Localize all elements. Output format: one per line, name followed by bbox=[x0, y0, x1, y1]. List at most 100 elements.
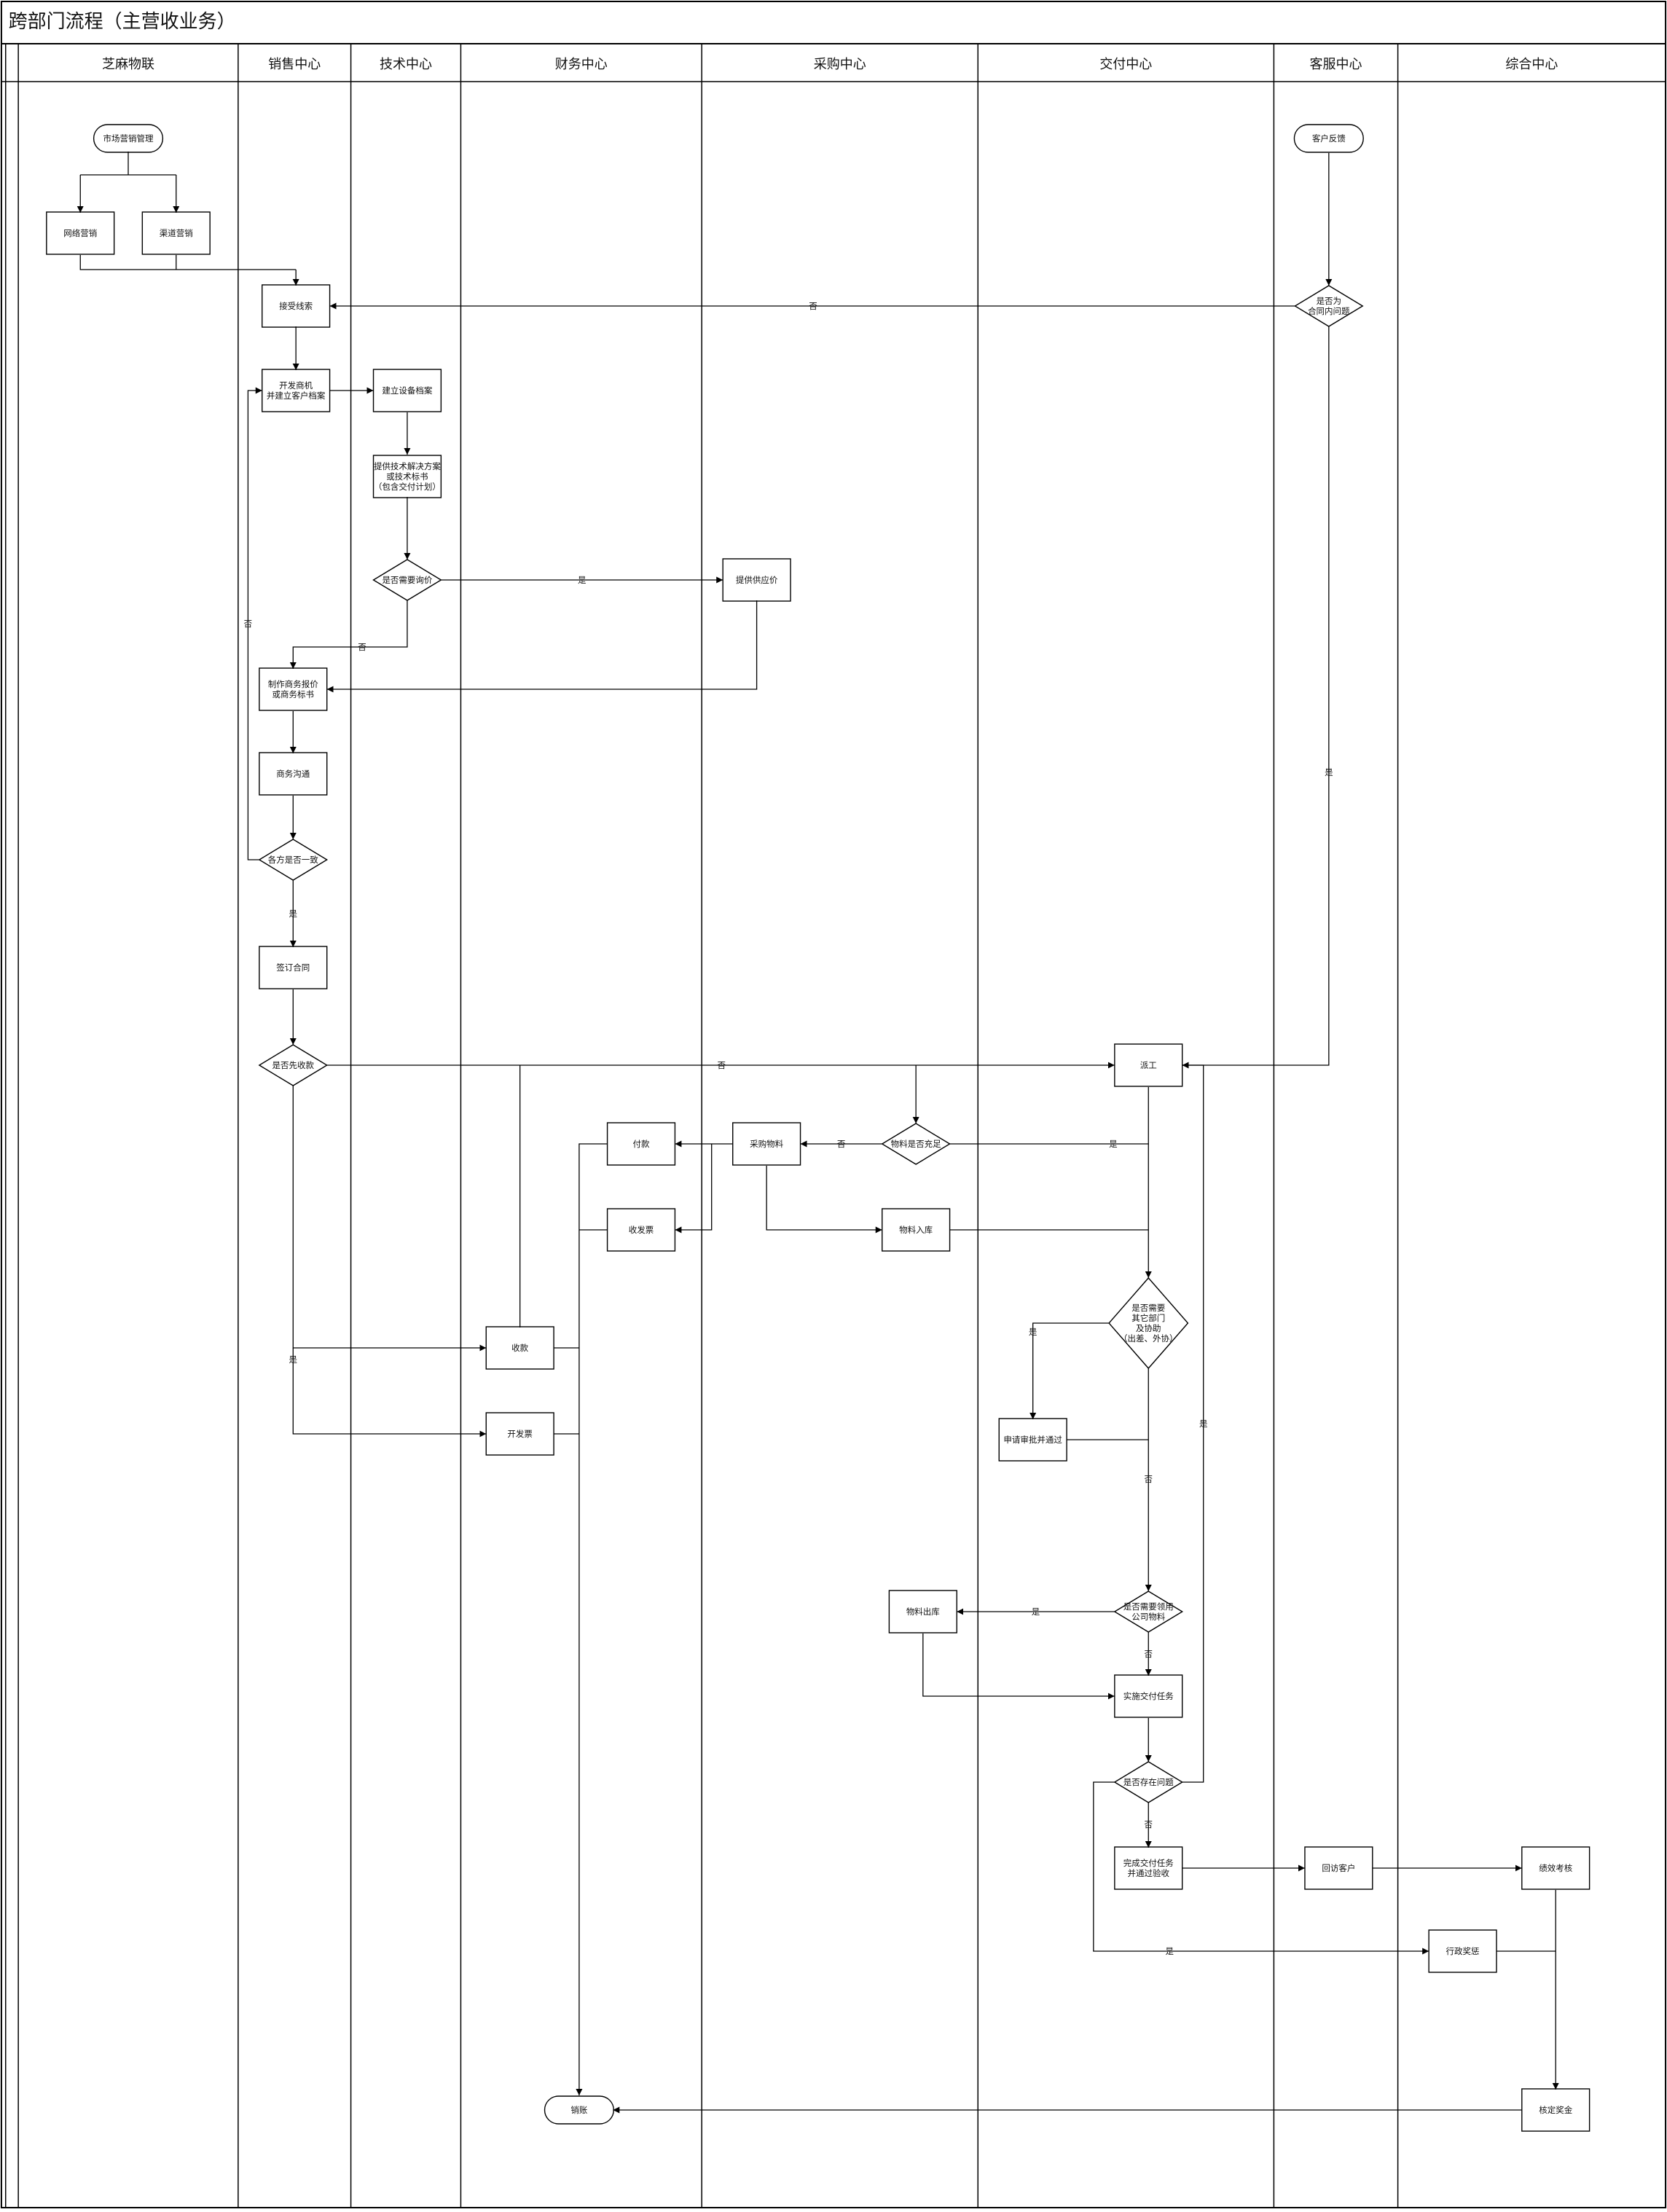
node-label: 网络营销 bbox=[63, 228, 97, 238]
node-label: 付款 bbox=[633, 1139, 650, 1149]
node-label: 是否先收款 bbox=[272, 1060, 315, 1070]
node-admin: 行政奖惩 bbox=[1428, 1929, 1497, 1973]
node-label-line: 或技术标书 bbox=[386, 471, 428, 482]
lane-header: 交付中心 bbox=[1099, 57, 1152, 72]
node-tech: 提供技术解决方案或技术标书（包含交付计划） bbox=[372, 455, 442, 498]
node-label-line: 签订合同 bbox=[276, 962, 310, 973]
node-label: 绩效考核 bbox=[1539, 1863, 1572, 1873]
node-label-line: 是否需要 bbox=[1131, 1303, 1165, 1313]
process-box bbox=[259, 752, 328, 796]
node-label: 物料是否充足 bbox=[891, 1139, 941, 1149]
node-label-line: 物料出库 bbox=[906, 1607, 940, 1617]
node-label-line: 是否存在问题 bbox=[1123, 1777, 1174, 1787]
node-label-line: 完成交付任务 bbox=[1123, 1858, 1174, 1868]
node-label-line: 销账 bbox=[570, 2105, 587, 2115]
node-end: 销账 bbox=[544, 2095, 614, 2125]
label-other-yes: 是 bbox=[1029, 1327, 1038, 1337]
lane-header: 销售中心 bbox=[268, 57, 321, 72]
node-label-line: 回访客户 bbox=[1322, 1863, 1355, 1873]
node-recv: 收款 bbox=[485, 1326, 554, 1370]
node-label-line: 网络营销 bbox=[63, 228, 97, 238]
node-label: 提供技术解决方案或技术标书（包含交付计划） bbox=[374, 461, 441, 492]
node-label-line: 提供供应价 bbox=[736, 575, 778, 585]
process-box bbox=[485, 1412, 554, 1456]
node-equip: 建立设备档案 bbox=[372, 369, 442, 412]
node-exec: 实施交付任务 bbox=[1114, 1674, 1183, 1718]
process-box bbox=[606, 1208, 676, 1252]
node-label-line: 是否需要领用 bbox=[1123, 1601, 1174, 1612]
node-label: 市场营销管理 bbox=[103, 133, 154, 144]
node-rinv: 收发票 bbox=[606, 1208, 676, 1252]
label-isctr-no: 否 bbox=[809, 301, 817, 311]
node-label-line: 并通过验收 bbox=[1128, 1868, 1170, 1878]
node-label-line: （出差、外协） bbox=[1119, 1333, 1178, 1344]
node-label-line: 是否需要询价 bbox=[382, 575, 432, 585]
node-label: 是否需要领用公司物料 bbox=[1123, 1601, 1174, 1622]
node-label-line: 收款 bbox=[511, 1343, 528, 1353]
process-box bbox=[882, 1208, 951, 1252]
connector-supp-to-quote bbox=[326, 600, 758, 693]
label-inq-no: 否 bbox=[358, 642, 366, 652]
connector-prepay-yes-recv bbox=[292, 1086, 487, 1352]
node-label: 制作商务报价或商务标书 bbox=[268, 679, 318, 699]
node-label: 物料出库 bbox=[906, 1607, 940, 1617]
process-box bbox=[262, 369, 331, 412]
node-label: 是否需要询价 bbox=[382, 575, 432, 585]
node-label-line: 或商务标书 bbox=[272, 689, 315, 699]
node-label-line: （包含交付计划） bbox=[374, 482, 441, 492]
label-issue-back-yes: 是 bbox=[1199, 1419, 1208, 1429]
connector-disp-down bbox=[949, 1087, 1149, 1145]
node-label: 客户反馈 bbox=[1312, 133, 1346, 144]
connector-finance-trunk bbox=[576, 1143, 608, 2095]
node-label-line: 是否先收款 bbox=[272, 1060, 315, 1070]
label-matok-no: 否 bbox=[837, 1139, 846, 1149]
node-label-line: 核定奖金 bbox=[1539, 2105, 1572, 2115]
node-label-line: 开发商机 bbox=[279, 380, 313, 391]
node-label-line: 开发票 bbox=[507, 1429, 533, 1439]
process-box bbox=[606, 1122, 676, 1166]
process-box bbox=[259, 946, 328, 989]
node-label: 采购物料 bbox=[750, 1139, 783, 1149]
node-chan: 渠道营销 bbox=[141, 211, 211, 255]
node-label: 是否需要其它部门及协助（出差、外协） bbox=[1119, 1303, 1178, 1344]
node-done: 完成交付任务并通过验收 bbox=[1114, 1846, 1183, 1890]
node-label-line: 公司物料 bbox=[1131, 1612, 1165, 1622]
label-prepay-no: 否 bbox=[717, 1060, 726, 1070]
connector-isctr-yes bbox=[1182, 326, 1330, 1069]
node-label-line: 物料入库 bbox=[899, 1225, 933, 1235]
node-label-line: 建立设备档案 bbox=[382, 385, 432, 396]
node-apply: 申请审批并通过 bbox=[998, 1418, 1067, 1462]
lane-header: 采购中心 bbox=[814, 57, 866, 72]
node-quote: 制作商务报价或商务标书 bbox=[259, 667, 328, 711]
label-matok-yes: 是 bbox=[1109, 1139, 1118, 1149]
node-buy: 采购物料 bbox=[732, 1122, 801, 1166]
lane-header: 客服中心 bbox=[1309, 57, 1362, 72]
node-stout: 物料出库 bbox=[888, 1590, 957, 1633]
node-label-line: 行政奖惩 bbox=[1446, 1946, 1480, 1956]
connector-agree-no bbox=[247, 387, 262, 860]
node-inv: 开发票 bbox=[485, 1412, 554, 1456]
node-stin: 物料入库 bbox=[882, 1208, 951, 1252]
node-label: 派工 bbox=[1140, 1060, 1157, 1070]
connector-issue-back bbox=[1182, 1062, 1204, 1783]
label-prepay-yes: 是 bbox=[289, 1354, 298, 1365]
process-box bbox=[46, 211, 115, 255]
node-bonus: 核定奖金 bbox=[1521, 2088, 1590, 2132]
node-label-line: 实施交付任务 bbox=[1123, 1691, 1174, 1701]
label-issue-no: 否 bbox=[1145, 1819, 1153, 1829]
connector-issue-yes bbox=[1093, 1781, 1429, 1955]
process-box bbox=[1521, 1846, 1590, 1890]
node-label-line: 申请审批并通过 bbox=[1003, 1435, 1062, 1445]
node-label-line: 及协助 bbox=[1136, 1323, 1161, 1333]
connector-net-join bbox=[79, 255, 297, 270]
connector-prepay-yes-inv bbox=[292, 1348, 487, 1438]
node-label: 各方是否一致 bbox=[268, 855, 318, 865]
node-perf: 绩效考核 bbox=[1521, 1846, 1590, 1890]
node-other: 是否需要其它部门及协助（出差、外协） bbox=[1108, 1276, 1189, 1370]
node-label-line: 收发票 bbox=[629, 1225, 654, 1235]
node-label-line: 派工 bbox=[1140, 1060, 1157, 1070]
node-sign: 签订合同 bbox=[259, 946, 328, 989]
